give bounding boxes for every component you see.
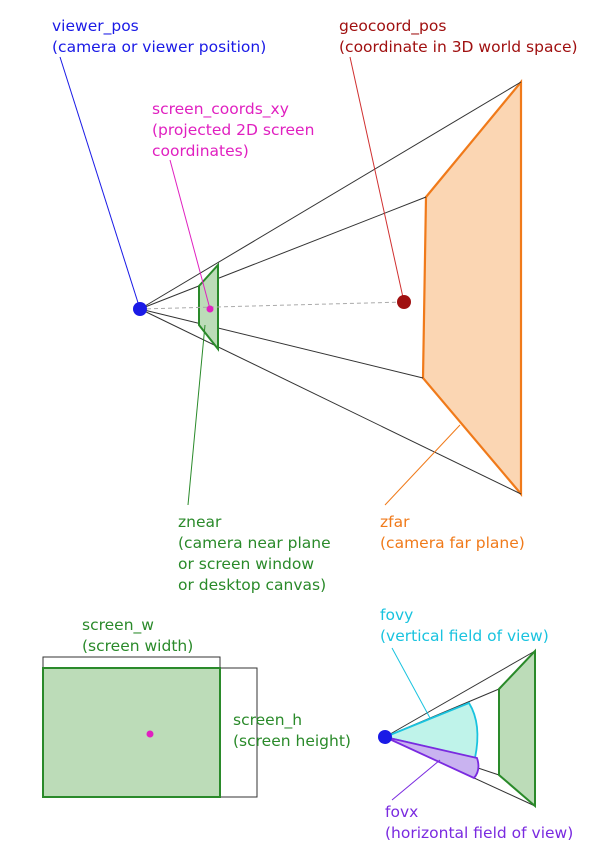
leader-fovy bbox=[391, 647, 431, 719]
screen-coords-label: screen_coords_xy bbox=[152, 100, 289, 119]
znear-desc-3: or desktop canvas) bbox=[178, 576, 326, 594]
geocoord-pos-desc: (coordinate in 3D world space) bbox=[339, 38, 578, 56]
frustum-edge-top-outer bbox=[139, 81, 522, 310]
leader-geocoord-pos bbox=[349, 56, 405, 303]
fovy-desc: (vertical field of view) bbox=[380, 627, 549, 645]
fovx-wedge bbox=[384, 736, 480, 780]
screen-coords-desc-1: (projected 2D screen bbox=[152, 121, 314, 139]
leader-screen-coords bbox=[169, 159, 211, 310]
far-plane bbox=[421, 78, 523, 498]
fov-viewer-dot bbox=[378, 730, 392, 744]
screen-h-desc: (screen height) bbox=[233, 732, 351, 750]
screen-w-label: screen_w bbox=[82, 616, 154, 635]
fov-edge-top-outer bbox=[384, 650, 536, 738]
znear-label: znear bbox=[178, 513, 222, 531]
screen-h-label: screen_h bbox=[233, 711, 302, 730]
frustum-edge-top-inner bbox=[139, 196, 427, 310]
fovx-desc: (horizontal field of view) bbox=[385, 824, 573, 842]
znear-desc-1: (camera near plane bbox=[178, 534, 331, 552]
screen-height-bracket bbox=[220, 667, 258, 798]
leader-znear bbox=[187, 324, 206, 506]
fov-frustum-plane bbox=[498, 648, 536, 809]
znear-desc-2: or screen window bbox=[178, 555, 314, 573]
fovx-label: fovx bbox=[385, 803, 418, 821]
screen-rectangle bbox=[42, 667, 221, 798]
viewer-pos-label: viewer_pos bbox=[52, 17, 139, 36]
leader-viewer-pos bbox=[59, 56, 141, 310]
screen-width-bracket bbox=[42, 656, 221, 667]
zfar-desc: (camera far plane) bbox=[380, 534, 525, 552]
geocoord-position-dot bbox=[397, 295, 411, 309]
geocoord-pos-label: geocoord_pos bbox=[339, 17, 446, 36]
frustum-edge-bottom-inner bbox=[139, 308, 424, 379]
screen-center-dot bbox=[146, 730, 154, 738]
leader-fovx bbox=[391, 759, 441, 801]
screen-coords-dot bbox=[206, 305, 214, 313]
screen-w-desc: (screen width) bbox=[82, 637, 193, 655]
zfar-label: zfar bbox=[380, 513, 410, 531]
viewer-position-dot bbox=[133, 302, 147, 316]
fovy-label: fovy bbox=[380, 606, 413, 624]
projection-ray bbox=[139, 301, 405, 310]
screen-coords-desc-2: coordinates) bbox=[152, 142, 249, 160]
leader-zfar bbox=[384, 424, 461, 506]
viewer-pos-desc: (camera or viewer position) bbox=[52, 38, 266, 56]
